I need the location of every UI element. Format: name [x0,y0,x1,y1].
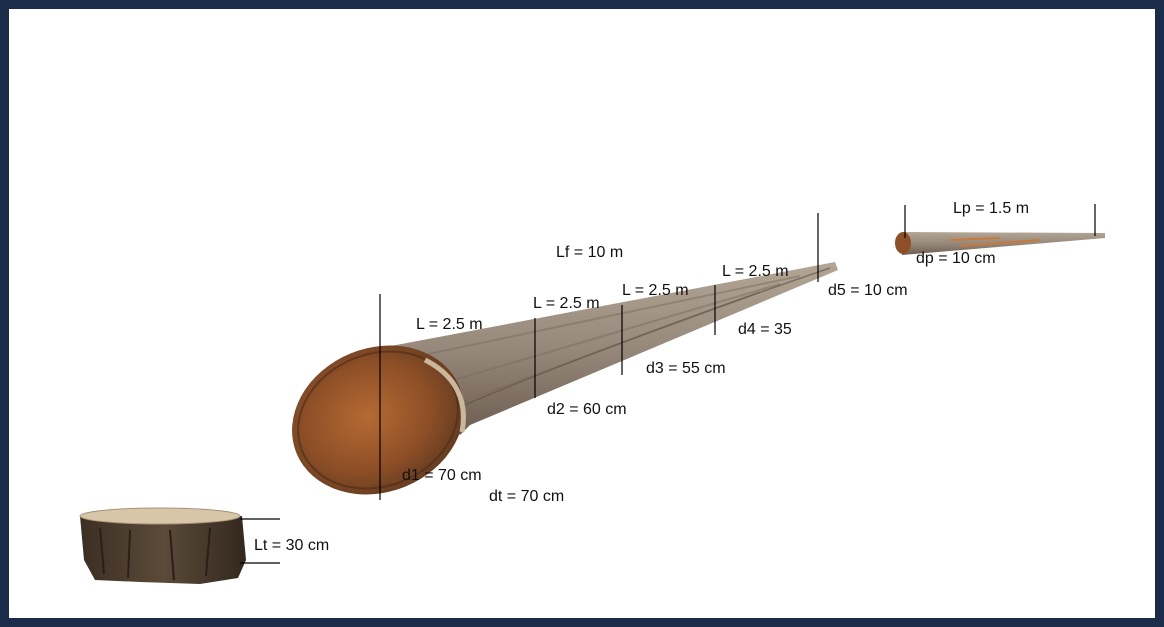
d1-label: d1 = 70 cm [402,468,482,484]
section-2-length-label: L = 2.5 m [533,296,600,312]
stump-length-label: Lt = 30 cm [254,538,329,554]
total-length-label: Lf = 10 m [556,245,623,261]
section-3-length-label: L = 2.5 m [622,283,689,299]
d2-label: d2 = 60 cm [547,402,627,418]
d4-label: d4 = 35 [738,322,792,338]
stump-diameter-label: dt = 70 cm [489,489,564,505]
tree-stump [80,508,246,584]
branch-length-label: Lp = 1.5 m [953,201,1029,217]
section-4-length-label: L = 2.5 m [722,264,789,280]
section-1-length-label: L = 2.5 m [416,317,483,333]
branch-diameter-label: dp = 10 cm [916,251,996,267]
d5-label: d5 = 10 cm [828,283,908,299]
d3-label: d3 = 55 cm [646,361,726,377]
